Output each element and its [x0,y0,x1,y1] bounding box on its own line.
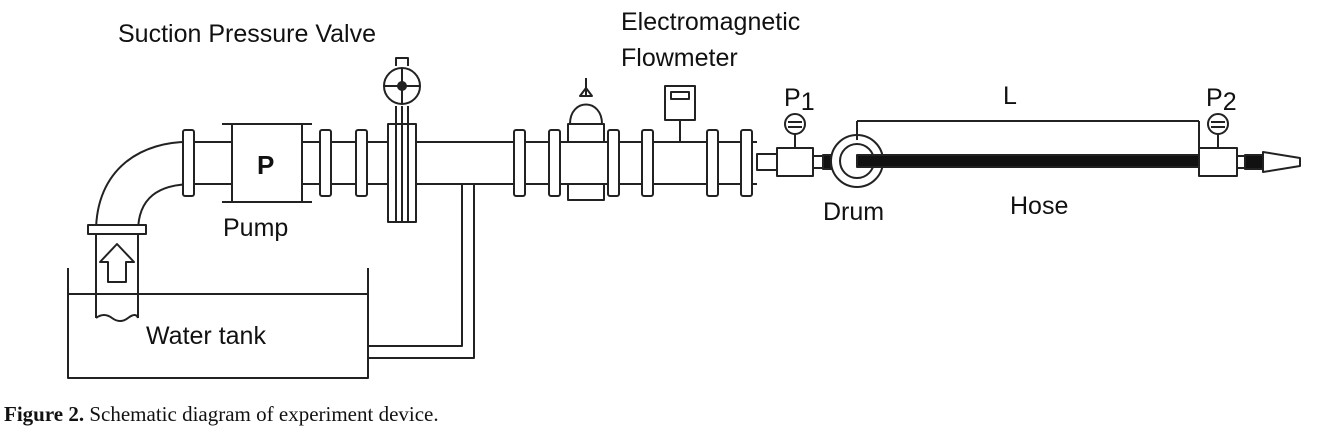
flowmeter [664,85,696,142]
pump-label: Pump [223,214,288,242]
suction-pressure-valve [383,57,421,223]
hose [856,120,1200,168]
suction-valve-label: Suction Pressure Valve [118,20,376,48]
p1-connector [756,113,832,177]
return-pipe [368,184,475,359]
water-tank [67,268,369,379]
dome-fitting [567,78,605,201]
p2-connector [1198,113,1264,177]
pump-symbol: P [257,150,274,180]
nozzle [1262,151,1301,173]
pump [222,123,312,203]
length-label: L [1003,82,1017,110]
drum-label: Drum [823,198,884,226]
figure-caption: Figure 2. Schematic diagram of experimen… [4,402,439,427]
flowmeter-label-line2: Flowmeter [621,44,738,72]
p2-label: P2 [1206,84,1237,116]
pipe-flanges [182,129,753,197]
flowmeter-label-line1: Electromagnetic [621,8,800,36]
flow-arrow-icon [99,243,135,283]
water-tank-label: Water tank [146,322,266,350]
figure-caption-label: Figure 2. [4,402,85,426]
hose-label: Hose [1010,192,1068,220]
p1-label: P1 [784,84,815,116]
figure-caption-text: Schematic diagram of experiment device. [84,402,439,426]
